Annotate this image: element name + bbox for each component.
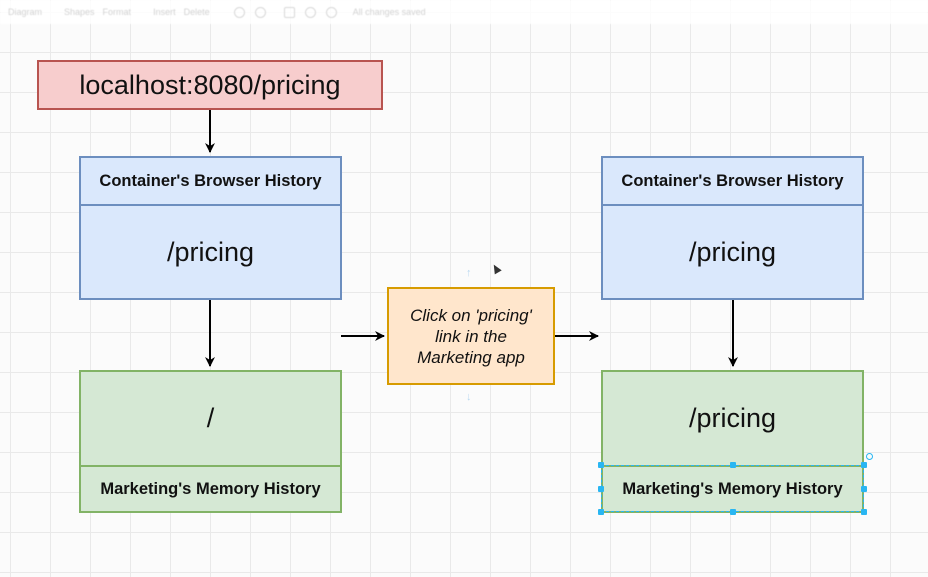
- left-browser-history-header[interactable]: Container's Browser History: [79, 156, 342, 206]
- right-browser-history-header[interactable]: Container's Browser History: [601, 156, 864, 206]
- editor-toolbar: Diagram Shapes Format Insert Delete All …: [0, 0, 928, 24]
- right-browser-history-label: Container's Browser History: [621, 171, 844, 190]
- right-browser-history-value: /pricing: [688, 236, 777, 267]
- right-browser-history-value-box[interactable]: /pricing: [601, 204, 864, 300]
- right-memory-history-label: Marketing's Memory History: [622, 479, 843, 498]
- left-memory-history-value: /: [206, 403, 215, 433]
- toolbar-format-menu[interactable]: Format: [102, 7, 132, 17]
- zoom-out-icon[interactable]: [325, 6, 337, 18]
- resize-handle-right[interactable]: [861, 486, 867, 492]
- rotate-handle-icon[interactable]: [866, 453, 873, 460]
- right-memory-history-footer[interactable]: Marketing's Memory History: [601, 465, 864, 513]
- fullscreen-icon[interactable]: [283, 6, 295, 18]
- mouse-cursor-icon: [490, 262, 502, 275]
- left-memory-history-label: Marketing's Memory History: [100, 479, 321, 498]
- left-memory-history-footer[interactable]: Marketing's Memory History: [79, 465, 342, 513]
- toolbar-delete-menu[interactable]: Delete: [183, 7, 210, 17]
- resize-handle-top[interactable]: [730, 462, 736, 468]
- resize-handle-bottom-right[interactable]: [861, 509, 867, 515]
- resize-handle-top-left[interactable]: [598, 462, 604, 468]
- toolbar-shapes-menu[interactable]: Shapes: [64, 7, 95, 17]
- right-memory-history-value: /pricing: [688, 403, 777, 433]
- url-box[interactable]: localhost:8080/pricing: [37, 60, 383, 110]
- toolbar-insert-menu[interactable]: Insert: [153, 7, 176, 17]
- toolbar-diagram-menu[interactable]: Diagram: [8, 7, 43, 17]
- hint-arrow-down-icon[interactable]: ↓: [466, 391, 472, 403]
- left-browser-history-value-box[interactable]: /pricing: [79, 204, 342, 300]
- zoom-in-icon[interactable]: [304, 6, 316, 18]
- url-text: localhost:8080/pricing: [79, 69, 341, 100]
- resize-handle-top-right[interactable]: [861, 462, 867, 468]
- left-memory-history-value-box[interactable]: /: [79, 370, 342, 467]
- left-browser-history-value: /pricing: [166, 236, 255, 267]
- resize-handle-bottom-left[interactable]: [598, 509, 604, 515]
- left-browser-history-label: Container's Browser History: [99, 171, 322, 190]
- undo-icon[interactable]: [233, 6, 245, 18]
- resize-handle-left[interactable]: [598, 486, 604, 492]
- hint-arrow-up-icon[interactable]: ↑: [466, 267, 472, 279]
- redo-icon[interactable]: [254, 6, 266, 18]
- resize-handle-bottom[interactable]: [730, 509, 736, 515]
- action-box[interactable]: Click on 'pricing' link in the Marketing…: [387, 287, 555, 385]
- right-memory-history-value-box[interactable]: /pricing: [601, 370, 864, 467]
- action-text: Click on 'pricing' link in the Marketing…: [410, 305, 532, 367]
- save-status: All changes saved: [352, 7, 426, 17]
